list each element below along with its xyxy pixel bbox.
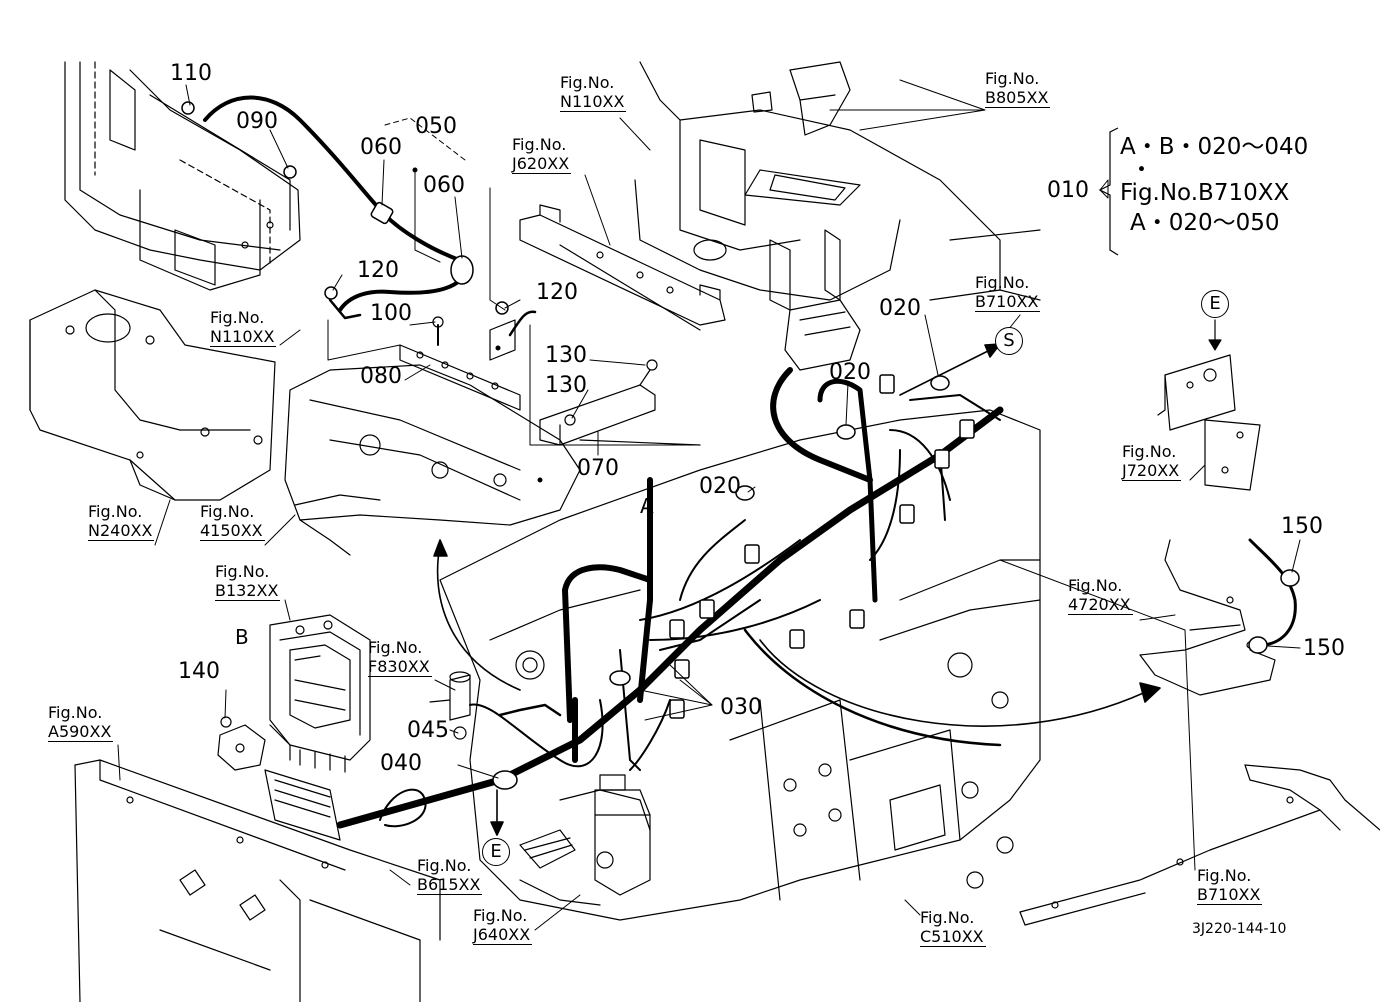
legend-line-3: Fig.No.B710XX: [1120, 180, 1290, 206]
legend-line-1: A・B・020～040: [1120, 134, 1309, 160]
part-label-020: 020: [879, 296, 921, 321]
legend-line-4: A・020～050: [1130, 210, 1280, 236]
part-label-150: 150: [1303, 636, 1345, 661]
part-label-120: 120: [536, 280, 578, 305]
part-label-090: 090: [236, 109, 278, 134]
part-label-040: 040: [380, 751, 422, 776]
fig-ref-j720: Fig.No.J720XX: [1122, 442, 1182, 481]
fig-ref-b805: Fig.No.B805XX: [985, 69, 1051, 108]
fig-ref-a590: Fig.No.A590XX: [48, 703, 114, 742]
fig-ref-4720: Fig.No.4720XX: [1068, 576, 1133, 615]
part-label-010: 010: [1047, 178, 1089, 203]
terminal-plate-080: [399, 316, 521, 411]
part-label-130: 130: [545, 343, 587, 368]
fig-ref-j620: Fig.No.J620XX: [512, 135, 572, 174]
part-label-120: 120: [357, 258, 399, 283]
fig-ref-b710-lower: Fig.No.B710XX: [1197, 866, 1263, 905]
fig-ref-b710-upper: Fig.No.B710XX: [975, 273, 1041, 312]
marker-s: S: [995, 327, 1023, 355]
fig-ref-c510: Fig.No.C510XX: [920, 908, 986, 947]
part-label-050: 050: [415, 114, 457, 139]
stay-b710: [1019, 764, 1380, 926]
sensor-f830: [429, 671, 471, 740]
harness-letter-b: B: [235, 625, 249, 649]
harness-stay-j620: [519, 204, 726, 331]
cab-frame-housing: [64, 61, 301, 291]
marker-e-right: E: [1201, 290, 1229, 318]
console-frame: [634, 61, 1041, 371]
fender-panel: [74, 759, 441, 1002]
part-label-100: 100: [370, 301, 412, 326]
rear-axle-housing: [284, 364, 581, 556]
fig-ref-n240: Fig.No.N240XX: [88, 502, 155, 541]
bracket-j720: [1157, 319, 1261, 491]
fig-ref-4150: Fig.No.4150XX: [200, 502, 265, 541]
drawing-code: 3J220-144-10: [1192, 921, 1287, 937]
part-label-140: 140: [178, 659, 220, 684]
part-label-150: 150: [1281, 514, 1323, 539]
solenoid-valve-j640: [519, 774, 651, 896]
harness-letter-a: A: [640, 494, 654, 518]
controller-unit: [217, 614, 371, 841]
bracket-070: [539, 359, 701, 446]
wire-harness: [203, 95, 1297, 829]
leader-lines: [117, 79, 1301, 931]
fig-ref-b132: Fig.No.B132XX: [215, 562, 281, 601]
part-label-020: 020: [829, 360, 871, 385]
fig-ref-j640: Fig.No.J640XX: [473, 906, 533, 945]
part-label-070: 070: [577, 456, 619, 481]
transmission-case: [439, 409, 1041, 921]
assembly-legend: A・B・020～040 ・ Fig.No.B710XX A・020～050: [1120, 132, 1308, 238]
fig-ref-b615: Fig.No.B615XX: [417, 856, 483, 895]
rear-bracket: [29, 289, 276, 501]
marker-e-lower: E: [482, 838, 510, 866]
part-label-045: 045: [407, 718, 449, 743]
part-label-060: 060: [423, 173, 465, 198]
fig-ref-n110-top: Fig.No.N110XX: [560, 73, 627, 112]
part-label-130: 130: [545, 373, 587, 398]
fig-ref-f830: Fig.No.F830XX: [368, 638, 432, 677]
part-label-030: 030: [720, 695, 762, 720]
part-label-020: 020: [699, 474, 741, 499]
plate-4720: [1139, 539, 1276, 696]
fig-ref-n110-left: Fig.No.N110XX: [210, 308, 277, 347]
part-label-110: 110: [170, 61, 212, 86]
part-label-080: 080: [360, 364, 402, 389]
part-label-060: 060: [360, 135, 402, 160]
legend-line-2: ・: [1130, 157, 1153, 183]
